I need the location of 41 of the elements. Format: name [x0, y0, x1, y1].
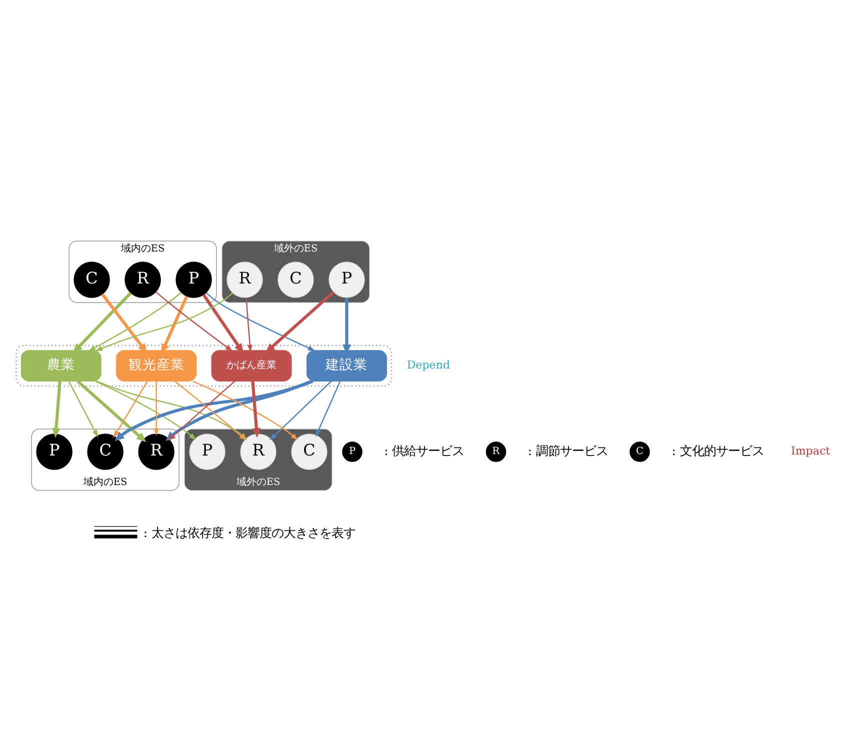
node-circle: C [278, 261, 314, 298]
arrow [154, 380, 159, 436]
node-box: 観光産業 [116, 350, 197, 381]
arrow [270, 380, 332, 440]
arrow [88, 291, 182, 351]
arrow [95, 380, 196, 440]
node-circle: P [328, 261, 365, 298]
node-circle: C [74, 261, 110, 298]
node-box: かばん産業 [211, 350, 292, 381]
label: R [492, 446, 500, 457]
node-box: 建設業 [306, 350, 387, 381]
label: C [636, 446, 644, 457]
node-circle: R [226, 261, 263, 298]
node-circle: P [36, 433, 72, 470]
label: P [348, 446, 356, 457]
node-box: 農業 [20, 350, 102, 381]
arrow [265, 290, 335, 352]
label: Impact [790, 444, 830, 457]
legend-label: : 供給サービス [384, 443, 464, 458]
legend-label: : 調節サービス [528, 443, 608, 458]
arrow [68, 380, 98, 437]
arrow [206, 292, 316, 351]
arrow [316, 380, 341, 436]
arrow [161, 295, 188, 354]
arrow [246, 297, 252, 352]
arrow [95, 292, 233, 351]
arrow [52, 380, 62, 438]
arrow [156, 291, 233, 351]
arrow [101, 292, 148, 353]
arrow [113, 380, 148, 438]
arrow [168, 380, 236, 440]
arrow [251, 380, 261, 438]
label: Depend [406, 358, 450, 371]
arrow [72, 291, 132, 353]
legend-label: : 文化的サービス [672, 443, 764, 458]
legend-label: : 太さは依存度・影響度の大きさを表す [143, 525, 356, 540]
node-circle: R [124, 261, 161, 298]
arrow [202, 293, 244, 353]
node-circle: C [87, 433, 124, 470]
arrow [76, 380, 146, 442]
node-circle: P [176, 261, 212, 298]
